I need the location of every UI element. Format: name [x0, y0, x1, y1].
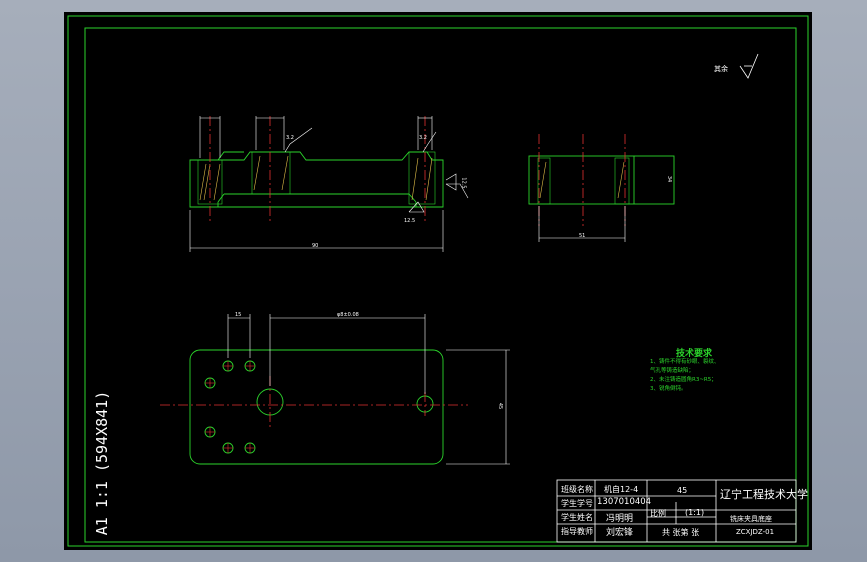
side-view-dimensions [538, 206, 626, 242]
tech-note-3: 2、未注铸造圆角R3~R5； [650, 377, 717, 383]
dim-plan-top-span: φ8±0.08 [337, 312, 359, 318]
tech-note-1: 1、铸件不得有砂眼、裂纹、 [650, 359, 720, 365]
tb-value-advisor: 刘宏锋 [606, 528, 634, 538]
dim-callout-d: 12.5 [460, 177, 467, 189]
tb-value-id: 1307010404 [597, 497, 652, 507]
plan-view-dimensions [227, 314, 510, 465]
tb-part-name: 铣床夹具底座 [730, 515, 772, 523]
drawing-sheet: 90 3.2 3.2 12.5 12.5 34 51 φ8±0.08 15 45… [64, 12, 812, 550]
roughness-symbol [739, 53, 759, 79]
dim-side-width: 51 [579, 233, 586, 239]
dim-right-height: 34 [666, 175, 673, 183]
tech-note-2: 气孔等铸造缺陷； [650, 368, 695, 374]
tb-scale-label: 比例 [650, 509, 666, 518]
tb-scale-value: (1:1) [685, 508, 705, 517]
plan-view-centerlines [160, 376, 468, 430]
dim-overall-width: 90 [312, 243, 319, 249]
tb-value-name: 冯明明 [606, 514, 634, 524]
dim-plan-height: 45 [497, 402, 504, 410]
tb-drawing-no: ZCXJDZ-01 [736, 528, 775, 536]
tech-requirements-title: 技术要求 [676, 349, 713, 359]
side-view-hatching [537, 157, 630, 205]
side-view-centerlines [538, 134, 626, 226]
plan-view-hole-marks [205, 361, 255, 453]
dim-plan-small-span: 15 [235, 312, 242, 318]
tb-label-class: 班级名称 [561, 485, 593, 494]
front-view [189, 151, 444, 208]
tb-material: 45 [677, 486, 688, 495]
side-view [528, 155, 675, 205]
tb-footer: 共 张第 张 [662, 528, 700, 537]
outer-border [67, 15, 809, 547]
front-view-dimensions [189, 116, 469, 252]
cad-drawing [67, 15, 809, 547]
tech-note-4: 3、锐角倒钝。 [650, 386, 687, 392]
front-view-centerlines [209, 116, 426, 224]
dim-callout-a: 3.2 [286, 135, 294, 141]
sheet-format-label: A1 1:1 (594X841) [93, 390, 111, 536]
roughness-label: 其余 [714, 65, 728, 73]
title-block-lines [556, 479, 797, 543]
inner-frame [84, 27, 797, 543]
tb-school: 辽宁工程技术大学 [720, 488, 808, 501]
dim-callout-c: 12.5 [404, 218, 416, 224]
tb-value-class: 机自12-4 [604, 485, 639, 494]
dim-callout-b: 3.2 [419, 135, 427, 141]
tb-label-name: 学生姓名 [561, 513, 593, 522]
tb-label-advisor: 指导教师 [561, 527, 593, 536]
tb-label-id: 学生学号 [561, 499, 593, 508]
front-view-hatching [197, 151, 436, 205]
